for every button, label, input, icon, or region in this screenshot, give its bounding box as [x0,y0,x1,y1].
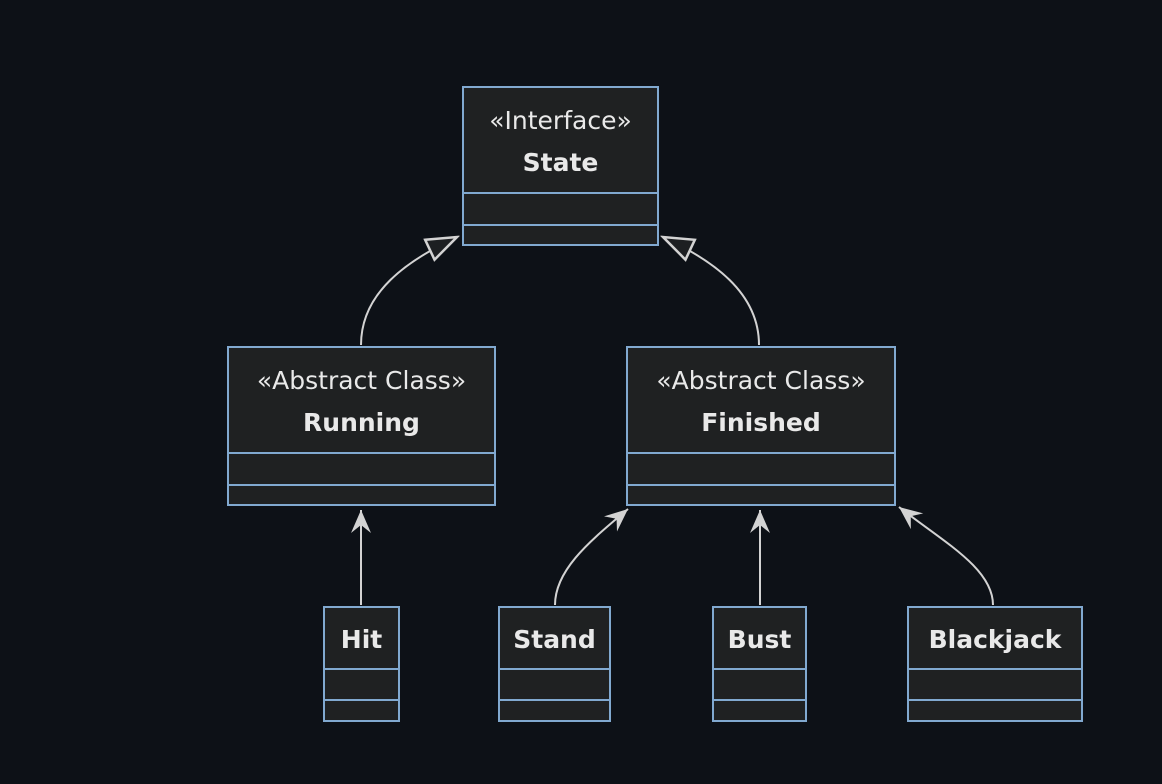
methods-section [628,484,894,504]
class-box-state: «Interface» State [462,86,659,246]
class-title: «Interface» State [464,88,657,192]
class-title: Bust [714,608,805,668]
edge-running-to-state [360,237,457,346]
attributes-section [325,668,398,699]
attributes-section [628,452,894,484]
class-annotation: «Abstract Class» [256,365,467,395]
class-box-stand: Stand [498,606,611,722]
attributes-section [464,192,657,224]
attributes-section [909,668,1081,699]
edge-blackjack-to-finished [898,506,994,606]
class-name: State [522,147,599,177]
class-box-blackjack: Blackjack [907,606,1083,722]
class-annotation: «Interface» [489,105,632,135]
class-box-finished: «Abstract Class» Finished [626,346,896,506]
class-name: Hit [340,624,383,654]
attributes-section [229,452,494,484]
methods-section [714,699,805,720]
class-title: Hit [325,608,398,668]
class-title: Stand [500,608,609,668]
class-name: Blackjack [928,624,1062,654]
attributes-section [500,668,609,699]
methods-section [464,224,657,244]
class-title: Blackjack [909,608,1081,668]
class-box-bust: Bust [712,606,807,722]
class-name: Stand [513,624,596,654]
class-name: Running [303,407,420,437]
edge-stand-to-finished [554,508,629,606]
edge-finished-to-state [663,237,760,346]
class-box-hit: Hit [323,606,400,722]
methods-section [909,699,1081,720]
methods-section [325,699,398,720]
class-name: Bust [727,624,792,654]
class-title: «Abstract Class» Finished [628,348,894,452]
class-title: «Abstract Class» Running [229,348,494,452]
methods-section [500,699,609,720]
class-name: Finished [701,407,821,437]
attributes-section [714,668,805,699]
class-annotation: «Abstract Class» [656,365,866,395]
class-box-running: «Abstract Class» Running [227,346,496,506]
methods-section [229,484,494,504]
